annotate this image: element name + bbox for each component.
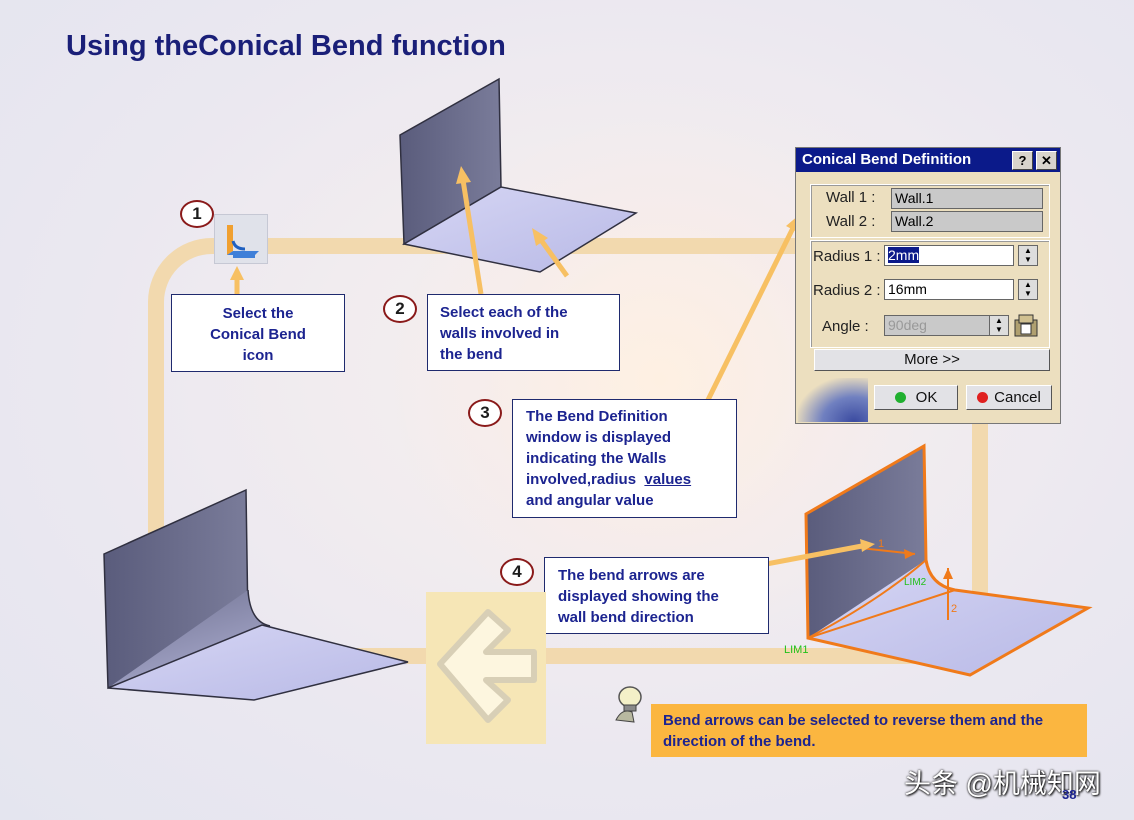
step-3-line: indicating the Walls <box>526 450 667 467</box>
walls-group <box>810 184 1050 238</box>
more-button[interactable]: More >> <box>814 349 1050 371</box>
arrow-2-label: 2 <box>951 603 957 615</box>
dialog-title: Conical Bend Definition <box>802 151 972 168</box>
wall1-label: Wall 1 : <box>826 189 876 206</box>
dialog-decoration <box>798 378 868 422</box>
step-number-4: 4 <box>500 558 534 586</box>
lim1-label: LIM1 <box>784 644 808 656</box>
bent-part-model[interactable] <box>103 488 409 701</box>
left-arrow-icon <box>437 609 537 723</box>
radius2-spinner[interactable]: ▲▼ <box>1018 279 1038 300</box>
parameters-group <box>810 240 1050 348</box>
close-button[interactable]: ✕ <box>1036 151 1057 170</box>
radius1-field[interactable]: 2mm <box>884 245 1014 266</box>
step-4-line: displayed showing the <box>558 588 719 605</box>
conical-bend-preview[interactable]: 1 2 LIM1 LIM2 <box>784 443 1093 677</box>
step-1-line: icon <box>242 347 274 364</box>
radius2-field[interactable]: 16mm <box>884 279 1014 300</box>
arrow-1-label: 1 <box>878 538 884 550</box>
wall1-field[interactable]: Wall.1 <box>891 188 1043 209</box>
radius1-value: 2mm <box>888 247 920 263</box>
cancel-label: Cancel <box>994 389 1041 406</box>
conical-bend-definition-dialog: Conical Bend Definition ? ✕ Wall 1 : Wal… <box>795 147 1061 424</box>
help-button[interactable]: ? <box>1012 151 1033 170</box>
step-2-line: the bend <box>440 346 503 363</box>
lightbulb-icon <box>612 684 648 724</box>
step-3-line: The Bend Definition <box>526 408 668 425</box>
step-2-line: Select each of the <box>440 304 568 321</box>
step-1-box: Select the Conical Bend icon <box>171 294 345 372</box>
step-3-line: window is displayed <box>526 429 672 446</box>
radius1-spinner[interactable]: ▲▼ <box>1018 245 1038 266</box>
angle-spinner[interactable]: ▲▼ <box>989 315 1009 336</box>
cancel-icon <box>977 392 989 403</box>
step-1-line: Select the <box>222 305 294 322</box>
cancel-button[interactable]: Cancel <box>966 385 1052 410</box>
step-number-1: 1 <box>180 200 214 228</box>
step-3-box: The Bend Definition window is displayed … <box>512 399 737 518</box>
dialog-title-bar: Conical Bend Definition ? ✕ <box>796 148 1060 172</box>
angle-label: Angle : <box>822 318 869 335</box>
page-title: Using theConical Bend function <box>66 30 506 62</box>
conical-bend-icon[interactable] <box>214 214 268 264</box>
watermark-text: 头条 @机械知网 <box>904 769 1101 799</box>
wall2-label: Wall 2 : <box>826 213 876 230</box>
step-number-3: 3 <box>468 399 502 427</box>
angle-field[interactable]: 90deg <box>884 315 992 336</box>
note-box: Bend arrows can be selected to reverse t… <box>651 704 1087 757</box>
step-3-text: involved,radius <box>526 471 637 488</box>
radius2-label: Radius 2 : <box>813 282 881 299</box>
return-arrow-panel <box>426 592 546 744</box>
step-3-underlined-word: values <box>644 471 692 488</box>
step-3-line: and angular value <box>526 492 654 509</box>
step-4-line: The bend arrows are <box>558 567 705 584</box>
two-walls-model[interactable] <box>399 77 639 273</box>
lim2-label: LIM2 <box>904 577 927 588</box>
radius1-label: Radius 1 : <box>813 248 881 265</box>
wall2-field[interactable]: Wall.2 <box>891 211 1043 232</box>
step-2-box: Select each of the walls involved in the… <box>427 294 620 371</box>
step-number-2: 2 <box>383 295 417 323</box>
step-4-line: wall bend direction <box>558 609 694 626</box>
page-number: 38 <box>1062 787 1077 802</box>
law-editor-icon[interactable] <box>1011 312 1041 338</box>
step-4-box: The bend arrows are displayed showing th… <box>544 557 769 634</box>
step-2-line: walls involved in <box>440 325 560 342</box>
step-1-line: Conical Bend <box>210 326 306 343</box>
ok-label: OK <box>915 389 938 406</box>
ok-icon <box>894 392 906 403</box>
step-3-line: involved,radius values <box>526 469 736 490</box>
ok-button[interactable]: OK <box>874 385 958 410</box>
